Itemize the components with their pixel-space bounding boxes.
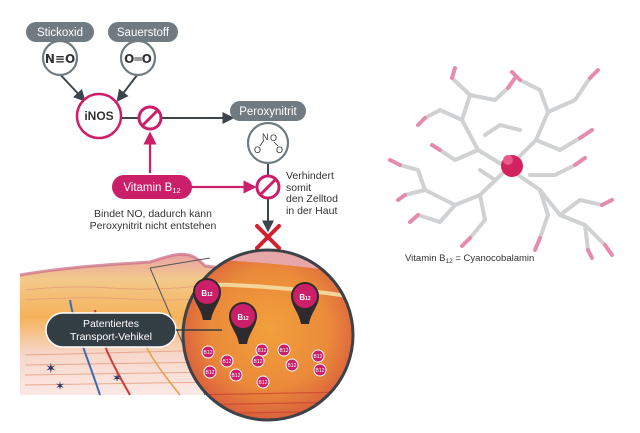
svg-text:B12: B12	[201, 289, 213, 298]
transport-vehicle-1: B12	[193, 278, 221, 320]
zoom-line-top	[149, 257, 211, 269]
cell-death-x-icon	[255, 224, 281, 250]
peroxy-atom-o3: O	[276, 145, 283, 155]
b12-particle-label: B12	[259, 380, 268, 386]
note-bindet-line2: Peroxynitrit nicht entstehen	[89, 220, 217, 232]
b12-particle: B12	[285, 358, 299, 372]
b12-particle-label: B12	[316, 368, 325, 374]
callout-line2: Transport-Vehikel	[70, 331, 152, 343]
magnified-circle	[181, 248, 355, 422]
peroxy-atom-n: N	[262, 132, 269, 142]
vitamin-b12-pill	[112, 175, 192, 199]
vehicle-3-label: B	[299, 293, 305, 302]
transport-vehicle-3: B12	[291, 282, 319, 324]
vehicle-3-sub: 12	[305, 296, 311, 302]
no-formula: N≡O	[45, 52, 75, 66]
b12-particle-label: B12	[314, 354, 323, 360]
b12-particle-label: B12	[254, 359, 263, 365]
block-icon-bottom	[255, 174, 281, 200]
b12-particle: B12	[277, 343, 291, 357]
vitamin-label-sub: 12	[172, 186, 180, 195]
caption-sub: 12	[445, 258, 453, 265]
b12-particle: B12	[313, 363, 327, 377]
inos-label: iNOS	[84, 109, 113, 123]
b12-particle-label: B12	[223, 359, 232, 365]
b12-particle-label: B12	[204, 350, 213, 356]
vehicle-1-label: B	[201, 289, 207, 298]
b12-particle-label: B12	[280, 348, 289, 354]
b12-particle: B12	[256, 375, 270, 389]
peroxynitrit-structure: N O O O	[254, 132, 283, 155]
stickoxid-pill	[26, 22, 94, 42]
svg-text:B12: B12	[237, 313, 249, 322]
transport-vehicle-2: B12	[229, 302, 257, 344]
sauerstoff-pill	[108, 22, 178, 42]
note-verhindert-line1: Verhindert	[286, 170, 334, 182]
molecule-caption: Vitamin B12 = Cyanocobalamin	[405, 253, 534, 265]
svg-text:✶: ✶	[55, 379, 65, 393]
caption-main: Vitamin B	[405, 253, 445, 264]
note-verhindert-line4: in der Haut	[286, 204, 338, 217]
svg-text:✶: ✶	[45, 361, 57, 377]
svg-text:B12: B12	[299, 293, 311, 302]
b12-particle: B12	[251, 354, 265, 368]
cyanocobalamin-molecule	[388, 66, 614, 260]
vitamin-label-main: Vitamin B	[123, 182, 172, 194]
vehicle-1-sub: 12	[207, 292, 213, 298]
no-molecule-circle	[41, 39, 79, 77]
peroxy-atom-o2: O	[254, 145, 261, 155]
b12-particle-label: B12	[258, 348, 267, 354]
inos-circle	[75, 92, 123, 140]
sauerstoff-label: Sauerstoff	[117, 27, 170, 39]
peroxynitrit-label: Peroxynitrit	[239, 106, 297, 118]
caption-rest: = Cyanocobalamin	[453, 253, 535, 264]
b12-particle-label: B12	[288, 363, 297, 369]
b12-particle: B12	[311, 349, 325, 363]
b12-particle-label: B12	[206, 370, 215, 376]
block-icon-top	[137, 105, 163, 131]
o2-formula: O═O	[124, 52, 152, 66]
vitamin-b12-label: Vitamin B12	[123, 182, 180, 195]
vehicle-2-sub: 12	[243, 316, 249, 322]
note-verhindert-line3: den Zelltod	[286, 193, 338, 205]
svg-text:✶: ✶	[112, 371, 122, 385]
peroxy-atom-o1: O	[270, 133, 277, 143]
o2-molecule-circle	[119, 39, 157, 77]
callout-line1: Patentiertes	[83, 318, 139, 330]
b12-particle: B12	[255, 343, 269, 357]
note-verhindert-line2: somit	[286, 181, 312, 194]
peroxynitrit-molecule-circle	[246, 121, 290, 165]
b12-particle: B12	[201, 345, 215, 359]
note-bindet-line1: Bindet NO, dadurch kann	[94, 208, 212, 220]
note-verhindert: Verhindert somit den Zelltod in der Haut	[286, 170, 366, 217]
peroxynitrit-pill	[230, 101, 306, 121]
b12-particle: B12	[229, 368, 243, 382]
b12-particle: B12	[220, 354, 234, 368]
b12-particle: B12	[203, 365, 217, 379]
stickoxid-label: Stickoxid	[37, 27, 83, 39]
b12-particle-label: B12	[232, 373, 241, 379]
vehicle-2-label: B	[237, 313, 243, 322]
note-bindet-no: Bindet NO, dadurch kann Peroxynitrit nic…	[70, 208, 236, 232]
